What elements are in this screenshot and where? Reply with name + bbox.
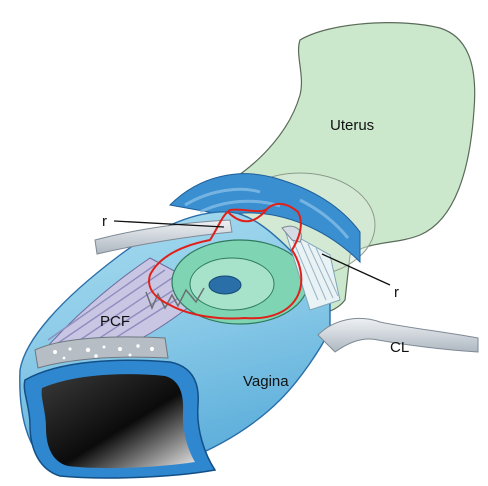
label-uterus: Uterus	[330, 117, 374, 134]
label-r-left: r	[102, 213, 107, 230]
label-cl: CL	[390, 339, 409, 356]
vaginal-opening-lumen	[42, 374, 195, 468]
label-pcf: PCF	[100, 313, 130, 330]
label-r-right: r	[394, 284, 399, 301]
label-vagina: Vagina	[243, 373, 289, 390]
cervical-os	[209, 276, 241, 294]
